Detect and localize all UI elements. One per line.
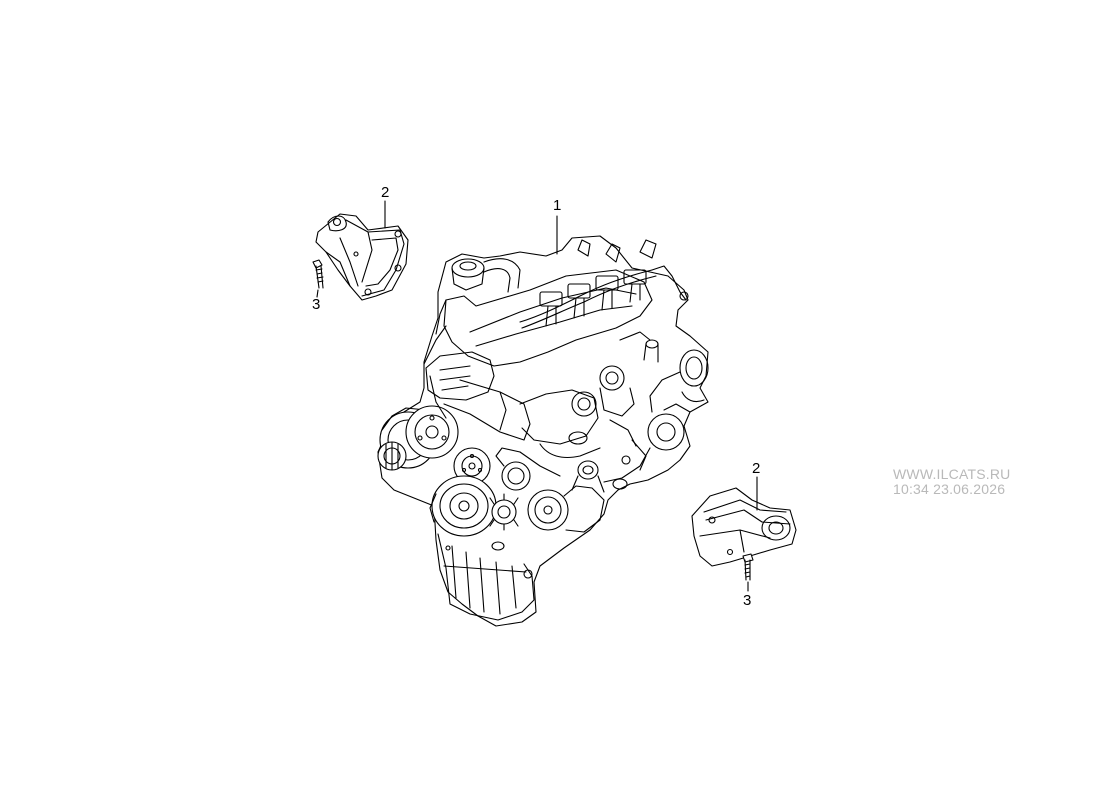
watermark-site: WWW.ILCATS.RU bbox=[893, 466, 1011, 482]
callout-label-bracket-left[interactable]: 2 bbox=[381, 184, 390, 201]
callout-label-bolt-left[interactable]: 3 bbox=[312, 296, 321, 313]
engine-mount-bracket-right[interactable] bbox=[691, 487, 797, 567]
callout-label-engine[interactable]: 1 bbox=[553, 197, 562, 214]
callout-label-bracket-right[interactable]: 2 bbox=[752, 460, 761, 477]
engine-mount-bracket-left[interactable] bbox=[315, 213, 409, 301]
engine-assembly[interactable] bbox=[377, 235, 709, 627]
bolt-right[interactable] bbox=[742, 553, 754, 581]
callout-label-bolt-right[interactable]: 3 bbox=[743, 592, 752, 609]
watermark-timestamp: 10:34 23.06.2026 bbox=[893, 481, 1006, 497]
bolt-left[interactable] bbox=[312, 259, 324, 289]
leader-line-bolt-left bbox=[316, 289, 319, 298]
